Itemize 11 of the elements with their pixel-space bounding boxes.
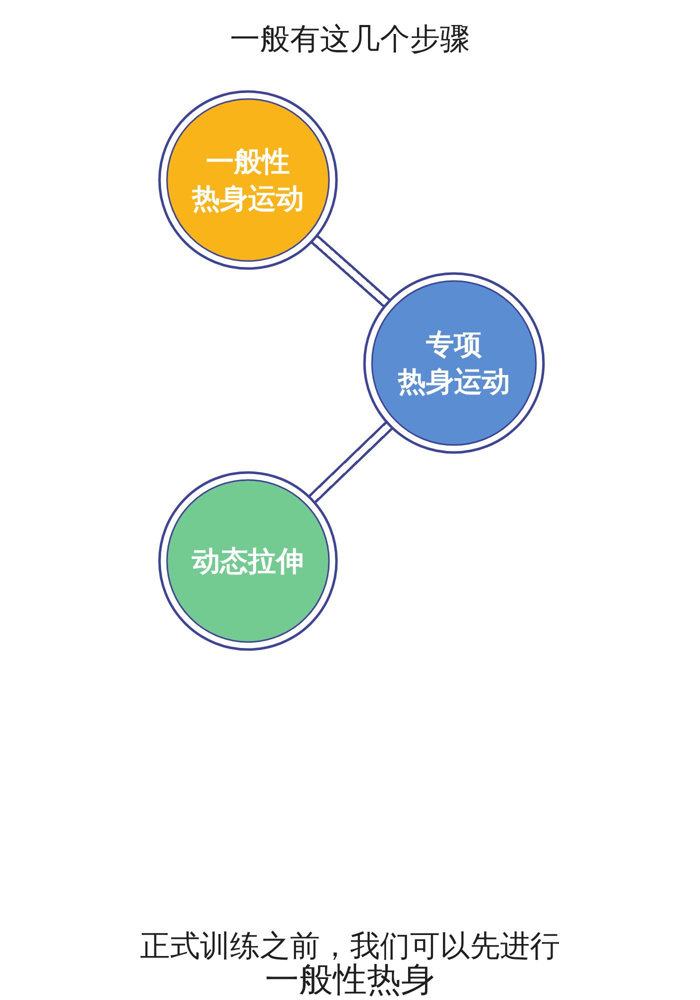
connector-bar <box>308 421 393 504</box>
node-label: 一般性热身运动 <box>192 144 304 217</box>
text-line: 正式训练之前，我们可以先进行 <box>140 929 560 964</box>
text-line: 一般性热身 <box>265 962 435 998</box>
circle-node <box>158 471 338 651</box>
circle-node <box>363 272 545 454</box>
node-label: 专项热身运动 <box>398 327 510 400</box>
circle-node <box>158 90 338 270</box>
connector-bar <box>310 234 390 308</box>
title: 一般有这几个步骤 <box>230 22 470 58</box>
node-label: 动态拉伸 <box>192 544 304 580</box>
